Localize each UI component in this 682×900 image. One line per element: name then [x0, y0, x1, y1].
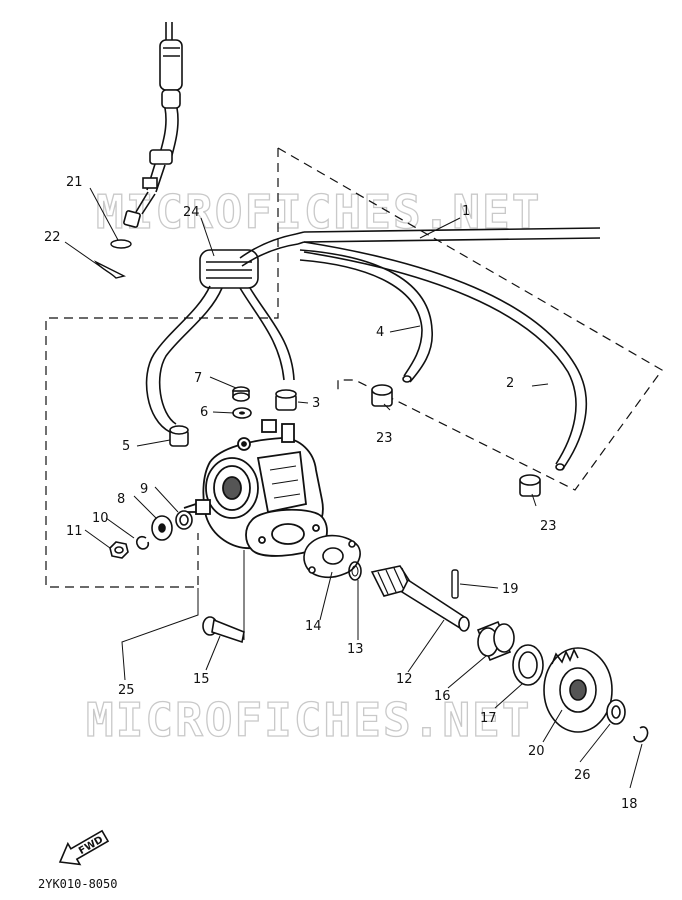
callout-14: 14	[305, 619, 322, 634]
callout-numbers: 1 2 3 4 5 6 7 8 9 10 11 12 13 14 15 16 1…	[44, 175, 638, 812]
oring-13	[348, 561, 362, 581]
callout-23-lower: 23	[540, 519, 557, 534]
callout-18: 18	[621, 797, 638, 812]
callout-10: 10	[92, 511, 109, 526]
callout-23-upper: 23	[376, 431, 393, 446]
callout-15: 15	[193, 672, 210, 687]
forward-arrow-icon: FWD	[58, 829, 110, 866]
callout-2: 2	[506, 376, 514, 391]
callout-8: 8	[117, 492, 125, 507]
fitting-3	[275, 389, 297, 411]
callout-25: 25	[118, 683, 135, 698]
oil-pump-body	[183, 419, 328, 557]
washer-9	[175, 510, 193, 530]
bolt-15	[202, 616, 245, 644]
circlip-18	[633, 726, 649, 743]
callout-22: 22	[44, 230, 61, 245]
nut-11	[109, 541, 129, 559]
hose-clamp-24	[199, 249, 259, 289]
pin-19	[451, 569, 459, 599]
plug-23-lower	[519, 474, 541, 497]
bearing-17	[512, 644, 544, 686]
collar-16	[476, 620, 515, 662]
callout-11: 11	[66, 524, 83, 539]
callout-7: 7	[194, 371, 202, 386]
callout-19: 19	[502, 582, 519, 597]
oring-21	[110, 239, 132, 249]
callout-20: 20	[528, 744, 545, 759]
fitting-5	[169, 425, 189, 447]
callout-4: 4	[376, 325, 384, 340]
leader-lines	[64, 187, 643, 789]
watermark-bottom: MICROFICHES.NET	[86, 693, 531, 747]
callout-13: 13	[347, 642, 364, 657]
diagram-code: 2YK010-8050	[38, 877, 117, 891]
callout-24: 24	[183, 205, 200, 220]
watermark-top: MICROFICHES.NET	[96, 185, 541, 239]
spring-washer-10	[135, 535, 150, 550]
callout-17: 17	[480, 711, 497, 726]
clip-22	[93, 260, 127, 279]
pump-shaft-12	[370, 565, 470, 632]
callout-9: 9	[140, 482, 148, 497]
plate-8	[151, 515, 173, 541]
callout-12: 12	[396, 672, 413, 687]
plug-23-upper	[371, 384, 393, 407]
callout-21: 21	[66, 175, 83, 190]
oil-hoses	[145, 227, 601, 471]
callout-26: 26	[574, 768, 591, 783]
callout-6: 6	[200, 405, 208, 420]
callout-1: 1	[462, 204, 470, 219]
callout-3: 3	[312, 396, 320, 411]
pump-gear-20	[543, 647, 613, 733]
dashed-group-outline	[45, 147, 663, 588]
callout-5: 5	[122, 439, 130, 454]
callout-16: 16	[434, 689, 451, 704]
gasket-14	[303, 534, 361, 579]
cable-assembly	[123, 22, 183, 228]
bolt-7	[232, 386, 250, 402]
washer-26	[606, 699, 626, 725]
